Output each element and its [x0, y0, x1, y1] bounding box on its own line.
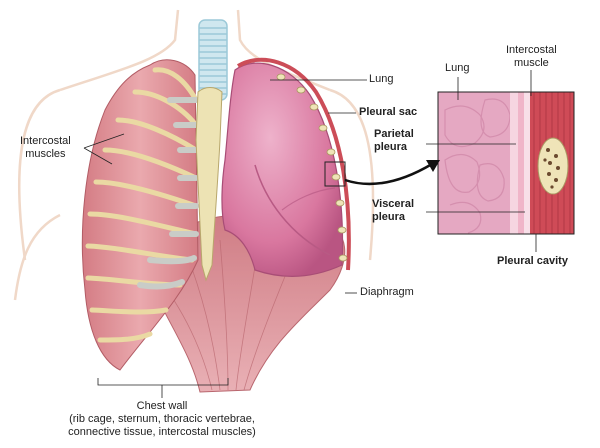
- label-pleural-cavity: Pleural cavity: [497, 255, 568, 267]
- label-intercostal-muscles-line2: muscles: [25, 148, 66, 160]
- label-visceral-line2: pleura: [372, 211, 406, 223]
- label-inset-intercostal-line2: muscle: [513, 57, 549, 69]
- label-chest-wall-detail-1: (rib cage, sternum, thoracic vertebrae,: [69, 413, 255, 425]
- label-pleural-sac: Pleural sac: [359, 106, 418, 118]
- label-inset-intercostal: Intercostal muscle: [506, 44, 557, 70]
- body-silhouette: [13, 9, 375, 301]
- costal-cartilage: [137, 97, 199, 290]
- label-chest-wall-detail-2: connective tissue, intercostal muscles): [68, 426, 256, 438]
- zoom-box: [324, 161, 346, 187]
- lung: [221, 62, 344, 277]
- label-inset-lung: Lung: [445, 62, 470, 74]
- label-chest-wall: Chest wall (rib cage, sternum, thoracic …: [42, 400, 282, 439]
- cut-rib-sections: [276, 73, 348, 262]
- leader-lines: [83, 70, 537, 398]
- pleural-sac: [236, 57, 351, 271]
- label-lung: Lung: [369, 73, 394, 85]
- label-parietal-line2: pleura: [374, 141, 408, 153]
- label-visceral-line1: Visceral: [372, 198, 415, 210]
- pleura-inset: [438, 92, 574, 234]
- label-parietal-pleura: Parietal pleura: [374, 128, 414, 154]
- label-intercostal-muscles: Intercostal muscles: [20, 135, 71, 161]
- label-intercostal-muscles-line1: Intercostal: [20, 135, 71, 147]
- label-diaphragm: Diaphragm: [360, 286, 414, 298]
- label-chest-wall-title: Chest wall: [136, 400, 188, 412]
- label-visceral-pleura: Visceral pleura: [372, 198, 414, 224]
- rib-cross-section: [537, 137, 569, 195]
- sternum: [195, 87, 223, 282]
- label-parietal-line1: Parietal: [374, 128, 414, 140]
- label-inset-intercostal-line1: Intercostal: [506, 44, 557, 56]
